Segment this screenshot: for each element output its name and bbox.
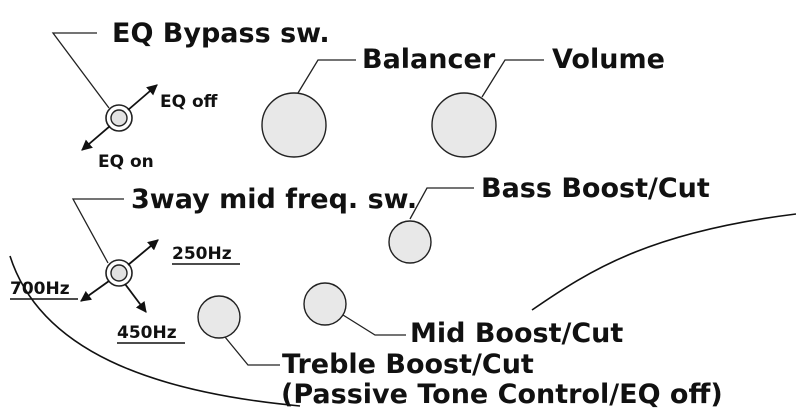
eq-off-label: EQ off [160,92,218,112]
mid-boost-cut-label: Mid Boost/Cut [410,318,623,349]
bass-knob[interactable] [388,220,432,264]
volume-knob[interactable] [431,92,497,158]
freq-450-arrow [124,283,147,313]
bass-boost-cut-label: Bass Boost/Cut [481,173,710,204]
eq-bypass-switch-label: EQ Bypass sw. [112,18,330,49]
freq-450-label: 450Hz [117,323,177,343]
body-outline-left [9,255,301,407]
mid-knob[interactable] [303,282,347,326]
eq-off-arrow [127,84,158,111]
passive-tone-note: (Passive Tone Control/EQ off) [281,379,723,410]
freq-250-label: 250Hz [172,244,232,264]
body-outline-right [531,213,796,311]
mid-freq-switch-label: 3way mid freq. sw. [131,184,417,215]
treble-boost-cut-label: Treble Boost/Cut [282,349,534,380]
eq-bypass-leader [51,32,110,109]
eq-on-label: EQ on [98,152,154,172]
mid-freq-leader [71,198,124,264]
mid-freq-switch[interactable] [105,259,133,287]
balancer-knob[interactable] [261,92,327,158]
freq-700-label: 700Hz [10,279,70,299]
eq-bypass-switch[interactable] [105,104,133,132]
freq-250-arrow [127,239,159,266]
volume-leader [481,59,544,98]
treble-knob[interactable] [197,295,241,339]
eq-on-arrow [81,125,111,151]
balancer-leader [297,59,356,94]
treble-leader [224,336,280,366]
balancer-label: Balancer [362,44,496,75]
bass-leader [409,187,474,220]
freq-700-arrow [80,280,110,302]
mid-leader [342,314,406,336]
volume-label: Volume [552,44,665,75]
